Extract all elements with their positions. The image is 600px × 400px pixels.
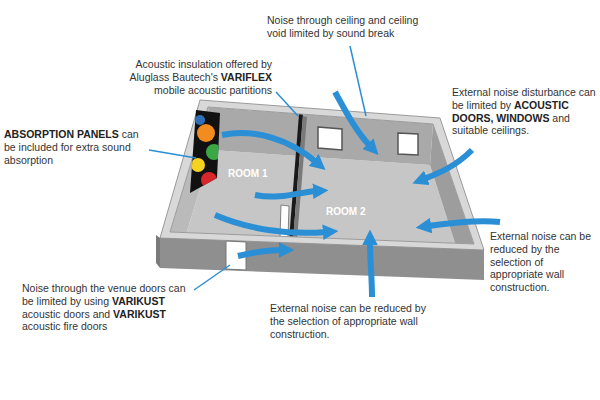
front-wall bbox=[160, 238, 484, 280]
panel-shape bbox=[201, 172, 217, 188]
leader-line bbox=[149, 150, 196, 158]
callout-text: Acoustic insulation offered by Aluglass … bbox=[104, 58, 272, 96]
noise-arrow bbox=[370, 242, 372, 297]
window bbox=[318, 127, 342, 150]
noise-arrow bbox=[215, 215, 326, 233]
callout-text: ABSORPTION PANELS can be included for ex… bbox=[4, 128, 146, 166]
panel-pattern bbox=[191, 115, 222, 188]
panel-shape bbox=[206, 144, 222, 160]
noise-arrow bbox=[424, 150, 472, 179]
room-label: ROOM 1 bbox=[228, 168, 267, 179]
noise-arrows bbox=[215, 92, 500, 297]
room-label: ROOM 2 bbox=[326, 206, 365, 217]
leader-line bbox=[350, 46, 366, 116]
callout-text: External noise disturbance can be limite… bbox=[452, 86, 598, 137]
panel-shape bbox=[191, 158, 205, 172]
callout-text: Noise through the venue doors can be lim… bbox=[22, 282, 190, 333]
noise-arrow bbox=[428, 221, 500, 226]
leader-line bbox=[276, 92, 298, 116]
partition-side bbox=[293, 116, 307, 240]
callout-text: External noise can be reduced by the sel… bbox=[270, 302, 440, 340]
noise-arrow bbox=[335, 92, 370, 146]
callout-text: External noise can be reduced by the sel… bbox=[490, 230, 598, 294]
callout-text: Noise through ceiling and ceiling void l… bbox=[267, 14, 437, 40]
leader-line bbox=[194, 265, 230, 290]
panel-shape bbox=[197, 124, 215, 142]
noise-arrow bbox=[222, 133, 316, 162]
panel-shape bbox=[195, 115, 205, 125]
window bbox=[398, 133, 418, 155]
noise-arrow bbox=[255, 191, 316, 197]
noise-arrow bbox=[238, 250, 282, 256]
left-wall-edge bbox=[156, 235, 160, 268]
